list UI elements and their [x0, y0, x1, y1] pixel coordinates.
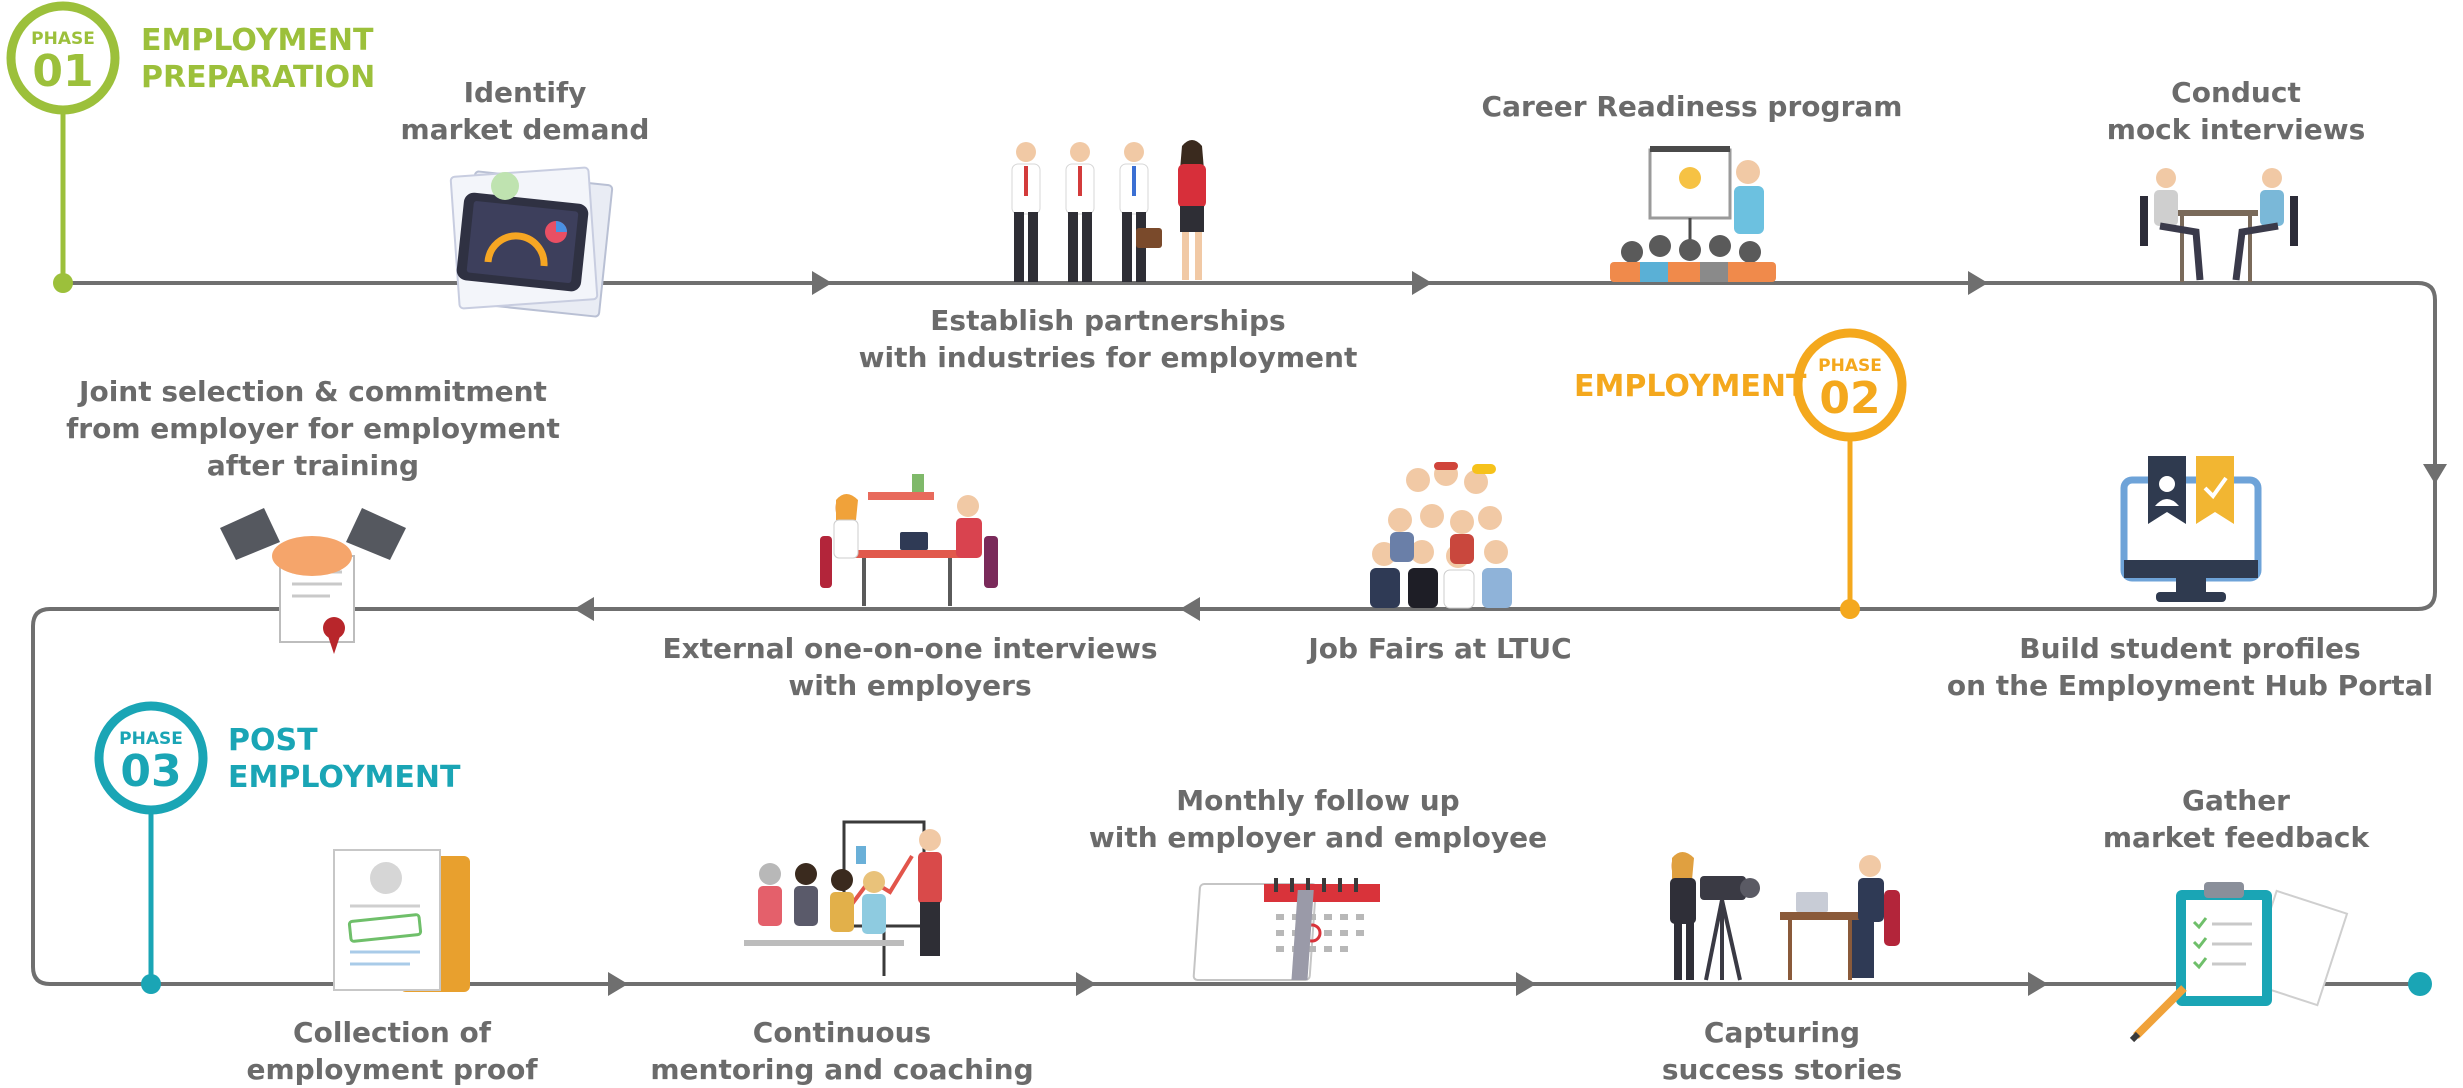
phase-01-title-line1: EMPLOYMENT	[141, 23, 374, 58]
arrow-right-icon	[812, 271, 832, 295]
phase-03-title-line1: POST	[228, 723, 318, 758]
step-label-line: Gather	[2181, 784, 2290, 817]
step-label-line: market feedback	[2102, 821, 2370, 854]
phase-01-number: 01	[32, 46, 93, 97]
clipboard-checklist-icon	[2129, 882, 2349, 1043]
phase-01-marker: PHASE 01	[6, 1, 120, 293]
step-label-line: with employer and employee	[1088, 821, 1548, 854]
step-label-line: Conduct	[2171, 76, 2301, 109]
step-label-line: after training	[206, 449, 420, 482]
phase-02-marker: PHASE 02	[1793, 328, 1907, 619]
step-label-line: Monthly follow up	[1176, 784, 1460, 817]
arrow-right-icon	[608, 972, 628, 996]
step-build-student-profiles: Build student profiles on the Employment…	[1947, 630, 2433, 704]
arrow-right-icon	[1076, 972, 1096, 996]
step-career-readiness: Career Readiness program	[1482, 88, 1903, 125]
phase-03-marker: PHASE 03	[94, 701, 208, 994]
desk-interview-icon	[820, 474, 998, 606]
step-joint-selection: Joint selection & commitment from employ…	[66, 373, 560, 484]
step-label-line: Continuous	[752, 1016, 932, 1049]
step-label-line: Collection of	[293, 1016, 491, 1049]
phase-02-number: 02	[1819, 373, 1880, 424]
step-label-line: on the Employment Hub Portal	[1946, 669, 2434, 702]
arrow-left-icon	[1180, 597, 1200, 621]
step-collection-of-proof: Collection of employment proof	[246, 1014, 537, 1088]
step-label-line: mock interviews	[2106, 113, 2366, 146]
whiteboard-coaching-icon	[744, 820, 942, 976]
step-external-interviews: External one-on-one interviews with empl…	[662, 630, 1157, 704]
phase-03-word: PHASE	[119, 729, 183, 749]
arrow-right-icon	[1968, 271, 1988, 295]
step-label-line: Capturing	[1703, 1016, 1861, 1049]
step-label-line: with employers	[788, 669, 1032, 702]
arrow-right-icon	[2028, 972, 2048, 996]
phase-01-title-line2: PREPARATION	[141, 60, 376, 95]
arrow-right-icon	[1516, 972, 1536, 996]
video-camera-interview-icon	[1670, 852, 1900, 981]
arrow-down-icon	[2423, 464, 2447, 484]
step-label-line: success stories	[1661, 1053, 1903, 1086]
step-continuous-mentoring: Continuous mentoring and coaching	[650, 1014, 1033, 1088]
interview-table-icon	[2140, 168, 2298, 282]
phase-02-title: EMPLOYMENT	[1574, 368, 1806, 405]
step-label-line: External one-on-one interviews	[662, 632, 1158, 665]
tablet-dashboard-icon	[449, 166, 614, 318]
step-conduct-mock-interviews: Conduct mock interviews	[2107, 74, 2365, 148]
step-label-line: employment proof	[246, 1053, 538, 1086]
phase-01-title: EMPLOYMENT PREPARATION	[141, 22, 375, 96]
step-label-line: Joint selection & commitment	[79, 375, 547, 408]
step-label-line: Identify	[463, 76, 587, 109]
approved-document-icon	[333, 849, 470, 992]
phase-03-number: 03	[120, 746, 181, 797]
step-label-line: with industries for employment	[858, 341, 1358, 374]
step-label-line: mentoring and coaching	[650, 1053, 1034, 1086]
calendar-icon	[1192, 878, 1380, 981]
monitor-profile-icon	[2120, 456, 2262, 602]
step-gather-market-feedback: Gather market feedback	[2103, 782, 2369, 856]
step-monthly-follow-up: Monthly follow up with employer and empl…	[1089, 782, 1547, 856]
step-establish-partnerships: Establish partnerships with industries f…	[859, 302, 1358, 376]
step-capturing-success-stories: Capturing success stories	[1662, 1014, 1902, 1088]
step-label-line: from employer for employment	[66, 412, 560, 445]
end-dot	[2408, 972, 2432, 996]
business-people-icon	[1011, 140, 1206, 282]
arrow-left-icon	[574, 597, 594, 621]
phase-01-word: PHASE	[31, 29, 95, 49]
phase-02-word: PHASE	[1818, 356, 1882, 376]
handshake-contract-icon	[220, 508, 406, 654]
phase-03-title-line2: EMPLOYMENT	[228, 760, 461, 795]
step-label-line: market demand	[400, 113, 650, 146]
step-label-line: Establish partnerships	[930, 304, 1286, 337]
step-job-fairs: Job Fairs at LTUC	[1308, 630, 1571, 667]
step-label-line: Job Fairs at LTUC	[1308, 632, 1572, 665]
roadmap-path	[31, 281, 2437, 986]
presentation-audience-icon	[1610, 146, 1776, 282]
direction-arrows	[574, 271, 2447, 996]
crowd-workers-icon	[1370, 462, 1512, 609]
step-label-line: Build student profiles	[2019, 632, 2361, 665]
step-identify-market-demand: Identify market demand	[401, 74, 650, 148]
step-label-line: Career Readiness program	[1481, 90, 1903, 123]
phase-02-title-line1: EMPLOYMENT	[1574, 369, 1807, 404]
arrow-right-icon	[1412, 271, 1432, 295]
phase-03-title: POST EMPLOYMENT	[228, 722, 460, 796]
